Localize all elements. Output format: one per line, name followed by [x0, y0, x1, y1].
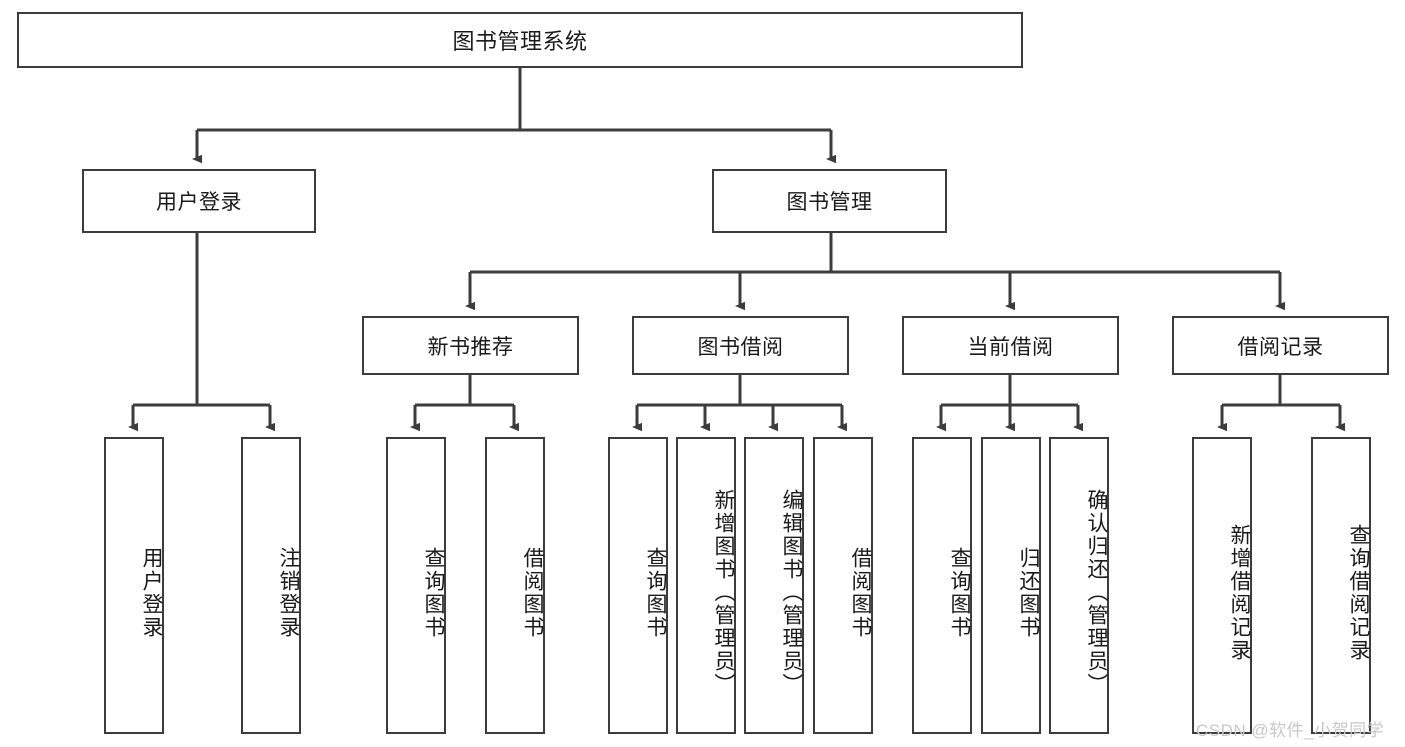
- node-label: 当前借阅: [967, 335, 1054, 359]
- leaf-user-login[interactable]: 用户登录: [104, 437, 164, 734]
- node-user-login[interactable]: 用户登录: [82, 169, 316, 233]
- node-label: 查询借阅记录: [1347, 523, 1370, 662]
- leaf-query-borrow-record[interactable]: 查询借阅记录: [1311, 437, 1371, 734]
- node-label: 图书管理: [786, 191, 873, 214]
- leaf-query-book-recommend[interactable]: 查询图书: [386, 437, 446, 734]
- leaf-add-book-admin[interactable]: 新增图书（管理员）: [676, 437, 736, 734]
- leaf-confirm-return-admin[interactable]: 确认归还（管理员）: [1049, 437, 1109, 734]
- node-label: 图书管理系统: [452, 29, 588, 54]
- node-label: 归还图书: [1017, 546, 1040, 639]
- node-label: 用户登录: [140, 546, 163, 639]
- leaf-borrow-book-recommend[interactable]: 借阅图书: [485, 437, 545, 734]
- node-label: 借阅图书: [521, 546, 544, 639]
- node-label: 图书借阅: [697, 335, 784, 359]
- node-label: 新增图书（管理员）: [712, 489, 735, 696]
- leaf-edit-book-admin[interactable]: 编辑图书（管理员）: [744, 437, 804, 734]
- csdn-watermark: CSDN @软件_小贺同学: [1196, 721, 1385, 740]
- node-current-borrow[interactable]: 当前借阅: [902, 316, 1119, 375]
- node-label: 注销登录: [277, 546, 300, 639]
- leaf-query-book-borrow[interactable]: 查询图书: [608, 437, 668, 734]
- node-book-management[interactable]: 图书管理: [712, 169, 947, 233]
- node-label: 查询图书: [644, 546, 667, 639]
- node-label: 新增借阅记录: [1228, 523, 1251, 662]
- node-label: 查询图书: [948, 546, 971, 639]
- leaf-borrow-book[interactable]: 借阅图书: [813, 437, 873, 734]
- node-book-borrow[interactable]: 图书借阅: [632, 316, 849, 375]
- node-label: 确认归还（管理员）: [1085, 489, 1108, 696]
- leaf-query-book-current[interactable]: 查询图书: [912, 437, 972, 734]
- leaf-user-logout[interactable]: 注销登录: [241, 437, 301, 734]
- node-label: 借阅记录: [1237, 335, 1324, 359]
- node-label: 编辑图书（管理员）: [780, 489, 803, 696]
- node-label: 查询图书: [422, 546, 445, 639]
- node-borrow-records[interactable]: 借阅记录: [1172, 316, 1389, 375]
- node-label: 用户登录: [156, 191, 242, 214]
- node-label: 新书推荐: [427, 335, 514, 359]
- node-root-system[interactable]: 图书管理系统: [17, 12, 1023, 68]
- leaf-return-book[interactable]: 归还图书: [981, 437, 1041, 734]
- leaf-add-borrow-record[interactable]: 新增借阅记录: [1192, 437, 1252, 734]
- node-label: 借阅图书: [849, 546, 872, 639]
- node-new-book-recommend[interactable]: 新书推荐: [362, 316, 579, 375]
